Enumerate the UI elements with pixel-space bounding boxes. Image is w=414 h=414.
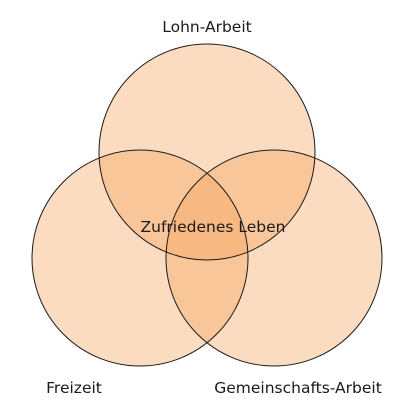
circle-freizeit: [32, 150, 248, 366]
circle-outlines: [31, 43, 383, 367]
circle-gemeinschafts-arbeit-outline: [165, 149, 383, 367]
circle-freizeit-outline: [31, 149, 249, 367]
label-lohn-arbeit: Lohn-Arbeit: [162, 18, 251, 36]
circle-fills: [32, 44, 382, 366]
circle-lohn-arbeit: [99, 44, 315, 260]
circle-gemeinschafts-arbeit: [166, 150, 382, 366]
label-freizeit: Freizeit: [46, 379, 102, 397]
circle-lohn-arbeit-outline: [98, 43, 316, 261]
label-gemeinschafts-arbeit: Gemeinschafts-Arbeit: [214, 379, 382, 397]
label-zufriedenes-leben: Zufriedenes Leben: [141, 218, 286, 236]
